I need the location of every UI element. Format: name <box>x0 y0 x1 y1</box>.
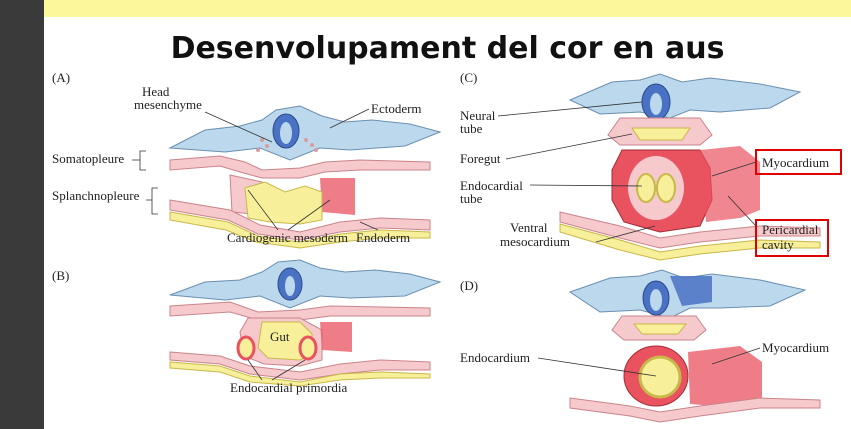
slide-title: Desenvolupament del cor en aus <box>170 31 725 66</box>
panel-c-letter: (C) <box>460 70 477 85</box>
panel-a-illustration <box>168 105 442 249</box>
label-ventral-mesocardium-1: Ventral <box>510 220 548 235</box>
label-pericardial-cavity-1: Pericardial <box>762 222 819 237</box>
splanchnopleure-bracket <box>146 187 158 215</box>
panel-a-letter: (A) <box>52 70 70 85</box>
label-head-mesenchyme-1: Head <box>142 84 170 99</box>
panel-b-letter: (B) <box>52 268 69 283</box>
label-foregut: Foregut <box>460 151 501 166</box>
label-somatopleure: Somatopleure <box>52 151 124 166</box>
label-endoderm: Endoderm <box>356 230 410 245</box>
label-head-mesenchyme-2: mesenchyme <box>134 97 202 112</box>
panel-c-illustration <box>559 73 821 261</box>
label-endocardium: Endocardium <box>460 350 530 365</box>
panel-d-letter: (D) <box>460 278 478 293</box>
panel-b-illustration <box>169 259 442 387</box>
panel-d-illustration <box>568 269 821 423</box>
label-neural-tube-2: tube <box>460 121 483 136</box>
top-banner <box>44 0 851 17</box>
label-endocardial-tube-1: Endocardial <box>460 178 523 193</box>
label-ectoderm: Ectoderm <box>371 101 422 116</box>
label-myocardium-d: Myocardium <box>762 340 829 355</box>
label-neural-tube-1: Neural <box>460 108 496 123</box>
label-pericardial-cavity-2: cavity <box>762 237 794 252</box>
label-ventral-mesocardium-2: mesocardium <box>500 234 570 249</box>
label-myocardium-c: Myocardium <box>762 155 829 170</box>
somatopleure-bracket <box>132 150 146 171</box>
label-splanchnopleure: Splanchnopleure <box>52 188 140 203</box>
label-endocardial-primordia: Endocardial primordia <box>230 380 348 395</box>
label-gut: Gut <box>270 329 290 344</box>
label-endocardial-tube-2: tube <box>460 191 483 206</box>
label-cardiogenic-mesoderm: Cardiogenic mesoderm <box>227 230 348 245</box>
pericardial-cavity-highlight-box <box>755 219 829 257</box>
